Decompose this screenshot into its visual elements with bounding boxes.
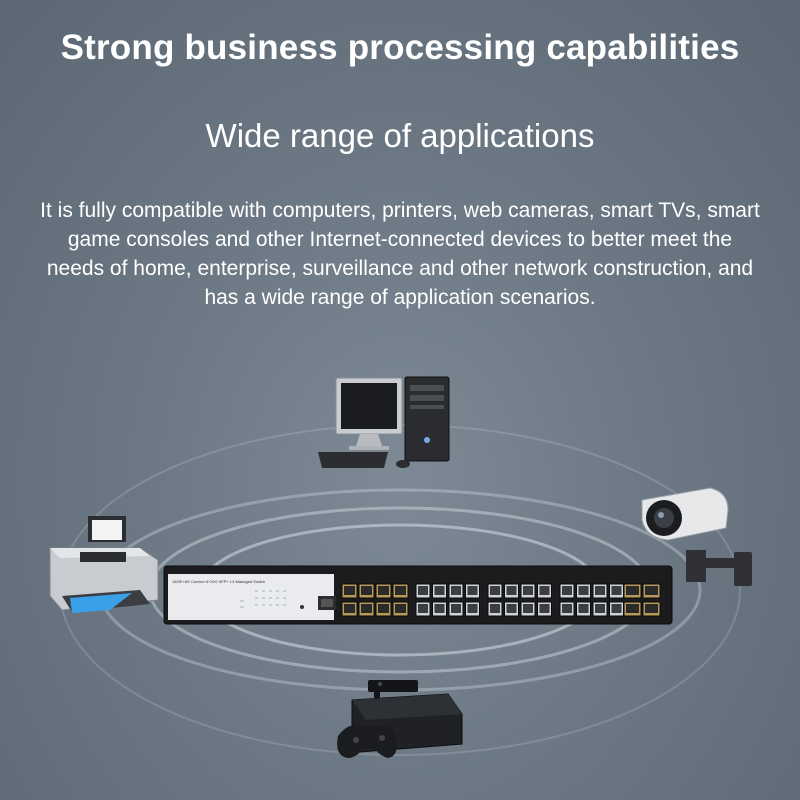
sfp-port-socket [395,586,406,595]
rj45-port-socket [611,604,622,613]
uplink-port-group [623,583,661,617]
sfp-port-socket [395,604,406,613]
rj45-port-socket [490,586,500,595]
sfp-port-socket [378,604,389,613]
reset-button-icon [300,605,304,609]
rj45-port-socket [523,586,533,595]
rj45-port-socket [434,586,445,595]
rj45-port-socket [539,586,550,595]
rj45-port-socket [562,586,572,595]
rj45-port-socket [434,604,445,613]
sfp-port-group [341,583,409,617]
sfp-port-socket [378,586,389,595]
printer-icon [49,516,159,613]
rj45-port-socket [539,604,550,613]
uplink-sfp-port-socket [645,586,658,595]
rj45-port-socket [578,586,589,595]
rj45-port-socket [595,604,605,613]
security-camera-icon [641,487,752,586]
rj45-port-socket [467,604,478,613]
rj45-port-socket [467,586,478,595]
switch-front-panel [168,574,334,620]
rj45-port-socket [490,604,500,613]
rj45-port-socket [562,604,572,613]
rj45-port-group [415,583,624,617]
rj45-port-socket [451,586,461,595]
desktop-computer-icon [318,376,450,468]
network-switch: 16GE+8G Combo+4*10G SFP+ L3 Managed Swit… [163,565,673,625]
sfp-port-socket [361,586,372,595]
rj45-port-socket [506,604,517,613]
rj45-port-socket [611,586,622,595]
uplink-sfp-port-socket [626,604,639,613]
rj45-port-socket [595,586,605,595]
uplink-sfp-port-socket [645,604,658,613]
switch-model-label: 16GE+8G Combo+4*10G SFP+ L3 Managed Swit… [172,579,265,584]
sfp-port-socket [361,604,372,613]
game-console-icon [337,680,463,758]
sfp-port-socket [344,604,355,613]
rj45-port-socket [578,604,589,613]
rj45-port-socket [523,604,533,613]
rj45-port-socket [451,604,461,613]
uplink-sfp-port-socket [626,586,639,595]
rj45-port-socket [418,604,428,613]
rj45-port-socket [418,586,428,595]
sfp-port-socket [344,586,355,595]
headline: Strong business processing capabilities [60,28,740,67]
rj45-port-socket [506,586,517,595]
status-leds [240,590,286,608]
description: It is fully compatible with computers, p… [40,199,760,309]
subhead: Wide range of applications [205,117,595,154]
